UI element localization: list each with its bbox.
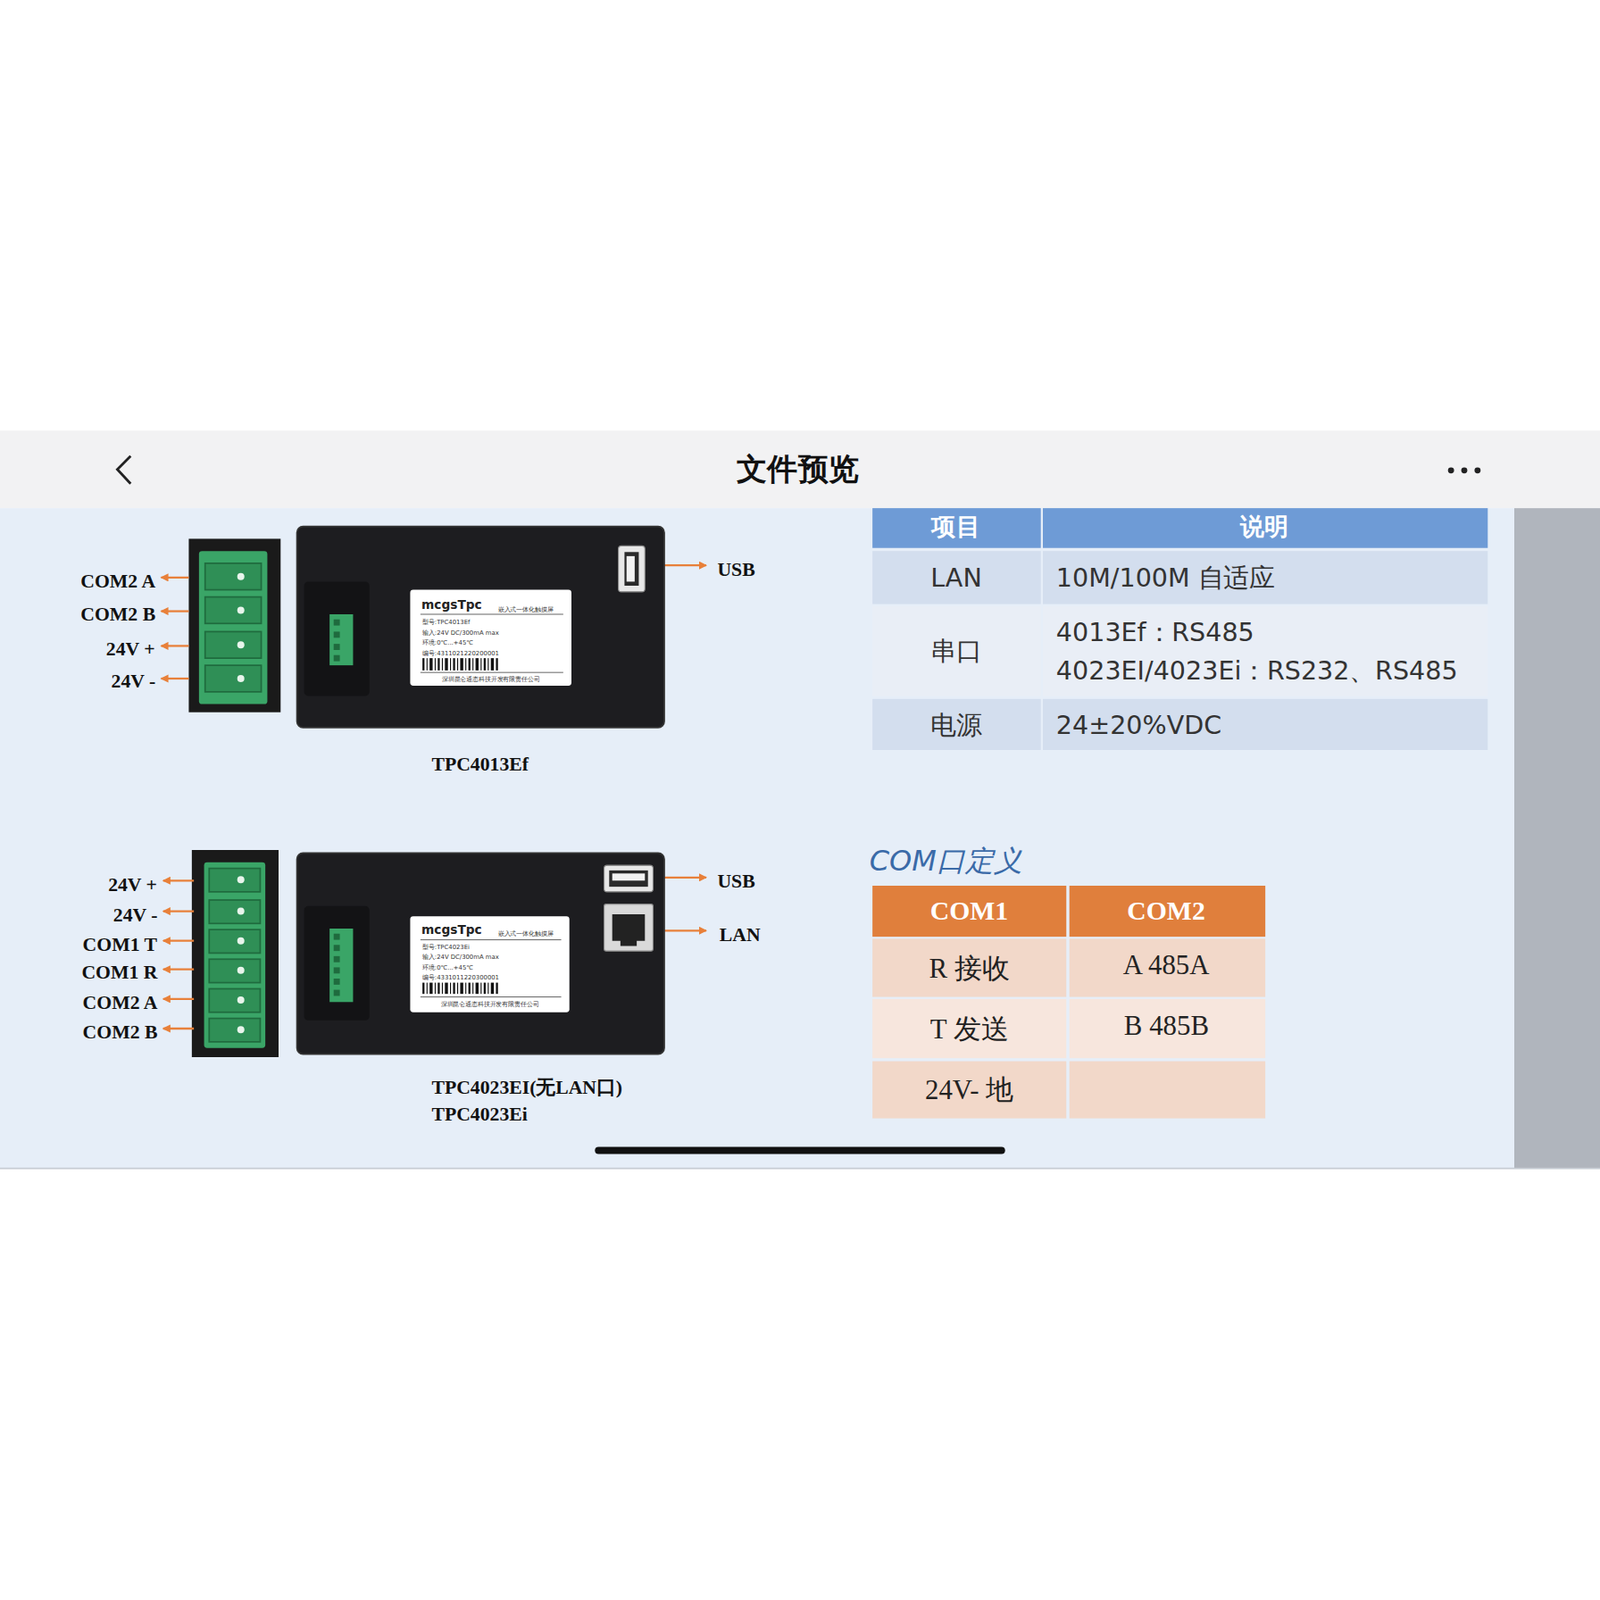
terminal-block bbox=[188, 538, 281, 712]
table-header-cell: 说明 bbox=[1240, 511, 1290, 542]
sticker-text: 型号:TPC4013Ef bbox=[422, 618, 470, 627]
table-cell: 24V- 地 bbox=[925, 1073, 1014, 1109]
terminal-block bbox=[191, 850, 279, 1058]
table-cell: 24±20%VDC bbox=[1056, 708, 1222, 742]
pin-name: 24V - bbox=[113, 902, 159, 927]
table-cell: A 485A bbox=[1123, 949, 1210, 984]
pin-name: 24V + bbox=[108, 872, 158, 897]
table-header-cell: COM1 bbox=[930, 894, 1009, 928]
table-cell: LAN bbox=[930, 561, 983, 594]
sticker-text: mcgsTpc bbox=[421, 597, 483, 613]
part-label: USB bbox=[716, 869, 755, 894]
sticker-text: 嵌入式一体化触摸屏 bbox=[498, 605, 554, 614]
document-page bbox=[0, 508, 1515, 1168]
sticker-text: 型号:TPC4023Ei bbox=[422, 942, 470, 951]
table-cell: 4023EI/4023Ei：RS232、RS485 bbox=[1056, 654, 1459, 687]
screen-title: 文件预览 bbox=[736, 450, 859, 489]
table-cell: 4013Ef：RS485 bbox=[1056, 616, 1255, 649]
sticker-text: 输入:24V DC/300mA max bbox=[422, 952, 500, 961]
home-indicator bbox=[594, 1147, 1005, 1155]
part-label: LAN bbox=[719, 922, 761, 947]
device-body bbox=[297, 852, 665, 1054]
sticker-text: 环境:0℃...+45℃ bbox=[422, 638, 474, 647]
pin-name: COM2 A bbox=[80, 569, 156, 594]
table-cell: B 485B bbox=[1124, 1008, 1209, 1044]
part-label: TPC4023EI(无LAN口) bbox=[431, 1075, 623, 1100]
table-cell: T 发送 bbox=[930, 1013, 1009, 1049]
sticker-text: 深圳昆仑通态科技开发有限责任公司 bbox=[441, 1000, 540, 1009]
more-icon bbox=[1448, 466, 1482, 474]
table-header-cell: COM2 bbox=[1126, 894, 1205, 928]
side-strip bbox=[1514, 508, 1600, 1168]
header-bar bbox=[0, 430, 1600, 509]
table-cell: 10M/100M 自适应 bbox=[1056, 561, 1275, 594]
sticker-text: 编号:4331011220300001 bbox=[422, 973, 500, 982]
pin-name: COM2 B bbox=[83, 1020, 159, 1045]
com-table bbox=[872, 885, 1266, 1119]
pin-name: COM1 R bbox=[81, 959, 158, 984]
table-cell: 电源 bbox=[930, 708, 982, 742]
pin-name: COM2 A bbox=[83, 991, 159, 1016]
pin-name: 24V - bbox=[111, 669, 157, 694]
table-cell: 串口 bbox=[930, 634, 982, 667]
sticker-text: 编号:4311021220200001 bbox=[422, 649, 500, 658]
device-body bbox=[297, 526, 665, 728]
pin-name: 24V + bbox=[106, 636, 156, 661]
pin-name: COM1 T bbox=[83, 933, 158, 958]
sticker-text: mcgsTpc bbox=[421, 922, 483, 938]
part-label: TPC4013Ef bbox=[431, 751, 529, 776]
sticker-text: 环境:0℃...+45℃ bbox=[422, 963, 474, 972]
part-label: USB bbox=[716, 557, 755, 582]
sticker-text: 输入:24V DC/300mA max bbox=[422, 628, 500, 637]
part-label: TPC4023Ei bbox=[431, 1101, 527, 1126]
pin-name: COM2 B bbox=[80, 601, 156, 626]
spec-table bbox=[872, 508, 1488, 750]
table-cell: R 接收 bbox=[929, 951, 1010, 987]
section-heading: COM口定义 bbox=[869, 841, 1023, 878]
back-icon bbox=[116, 456, 131, 484]
sticker-text: 深圳昆仑通态科技开发有限责任公司 bbox=[441, 675, 541, 684]
sticker-text: 嵌入式一体化触摸屏 bbox=[498, 929, 554, 938]
table-header-cell: 项目 bbox=[931, 511, 981, 542]
